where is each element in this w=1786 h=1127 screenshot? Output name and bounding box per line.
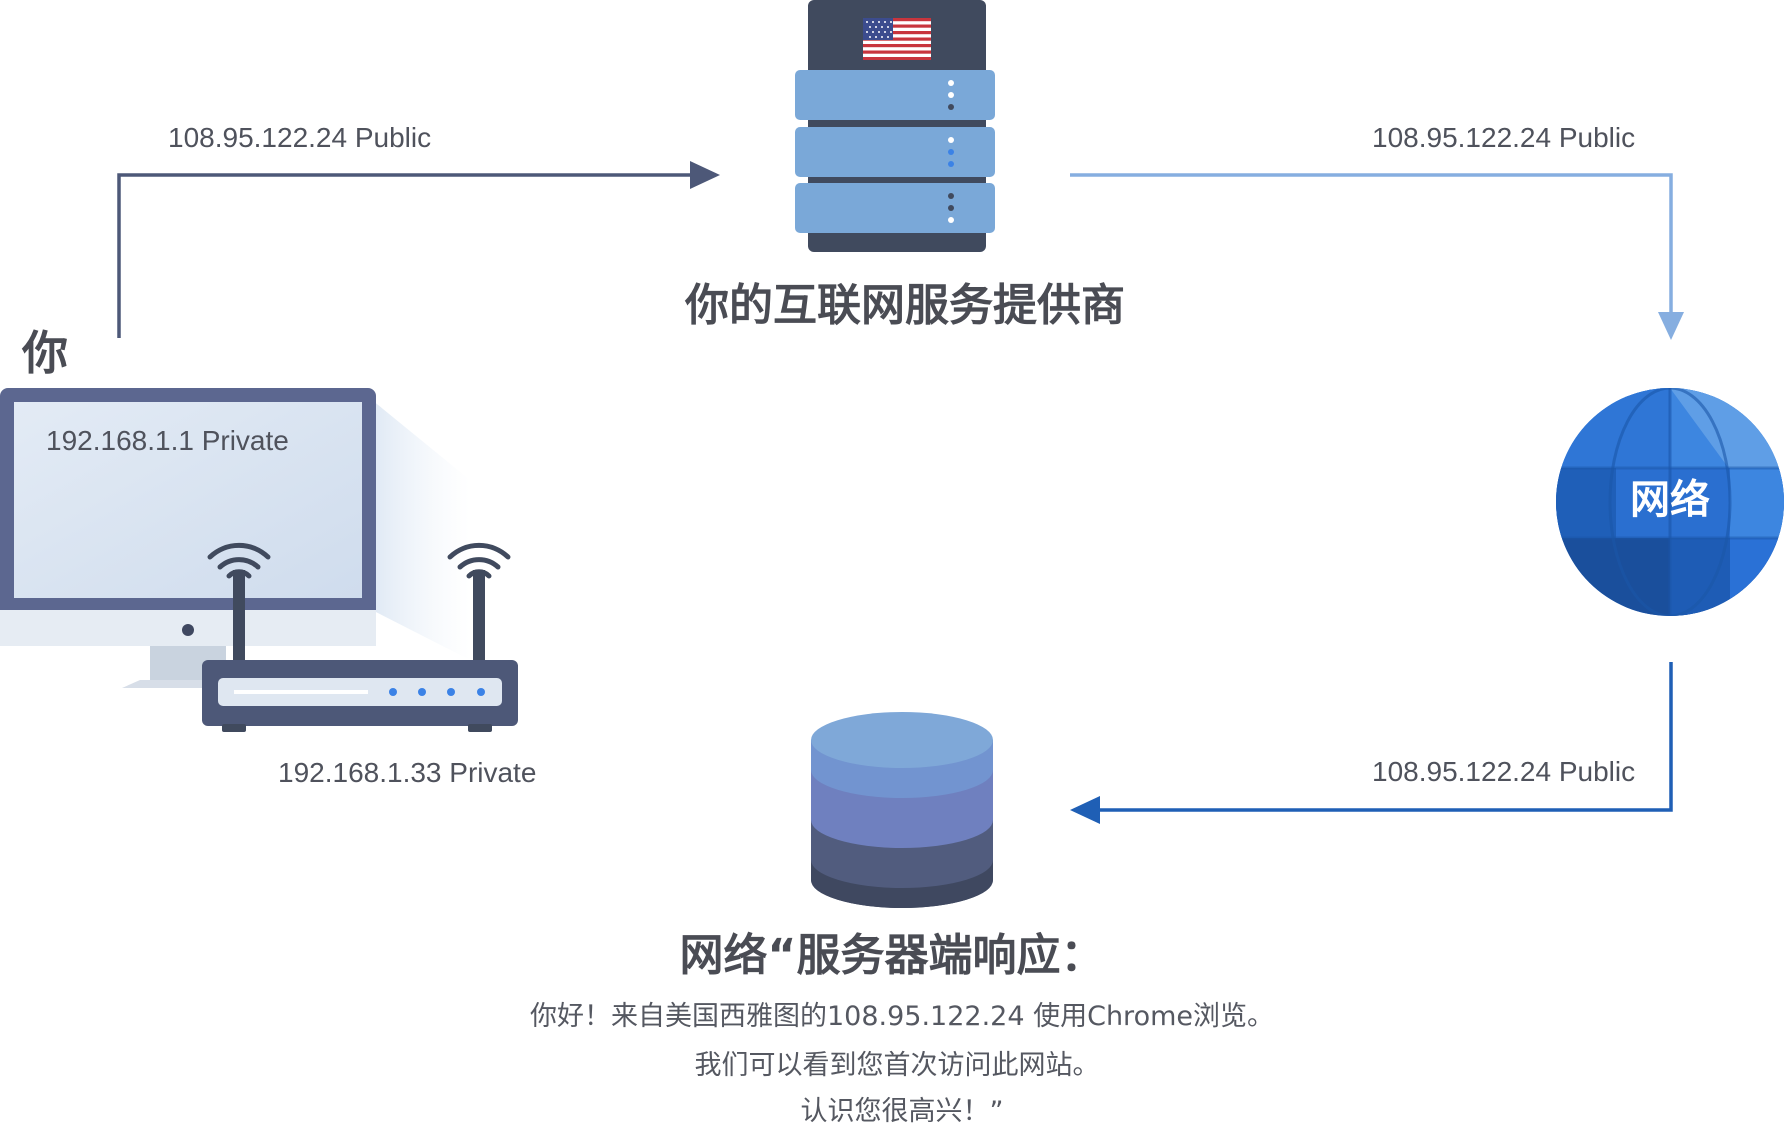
arrow-to-server (1070, 662, 1673, 824)
database-icon (811, 712, 993, 908)
server-message-line-1: 你好！来自美国西雅图的108.95.122.24 使用Chrome浏览。 (529, 1001, 1274, 1032)
isp-outbound-ip-label: 108.95.122.24 Public (1372, 122, 1636, 153)
router-ip-label: 192.168.1.33 Private (278, 757, 537, 788)
computer-icon (0, 388, 470, 688)
wifi-icon (207, 542, 271, 579)
arrow-to-network (1070, 173, 1684, 340)
return-path-ip-label: 108.95.122.24 Public (1372, 756, 1636, 787)
server-message-line-2: 我们可以看到您首次访问此网站。 (694, 1050, 1100, 1081)
you-label: 你 (22, 326, 68, 380)
router-icon (202, 570, 518, 732)
network-label: 网络 (1630, 477, 1710, 523)
us-flag-icon (863, 18, 931, 60)
computer-ip-label: 192.168.1.1 Private (46, 425, 289, 456)
server-response-title: 网络“服务器端响应： (679, 930, 1105, 981)
server-message-line-3: 认识您很高兴！” (800, 1096, 1004, 1127)
wifi-icon (447, 542, 511, 579)
arrow-to-isp (117, 161, 720, 338)
isp-inbound-ip-label: 108.95.122.24 Public (168, 122, 432, 153)
server-icon (795, 0, 995, 252)
isp-title: 你的互联网服务提供商 (685, 280, 1125, 331)
